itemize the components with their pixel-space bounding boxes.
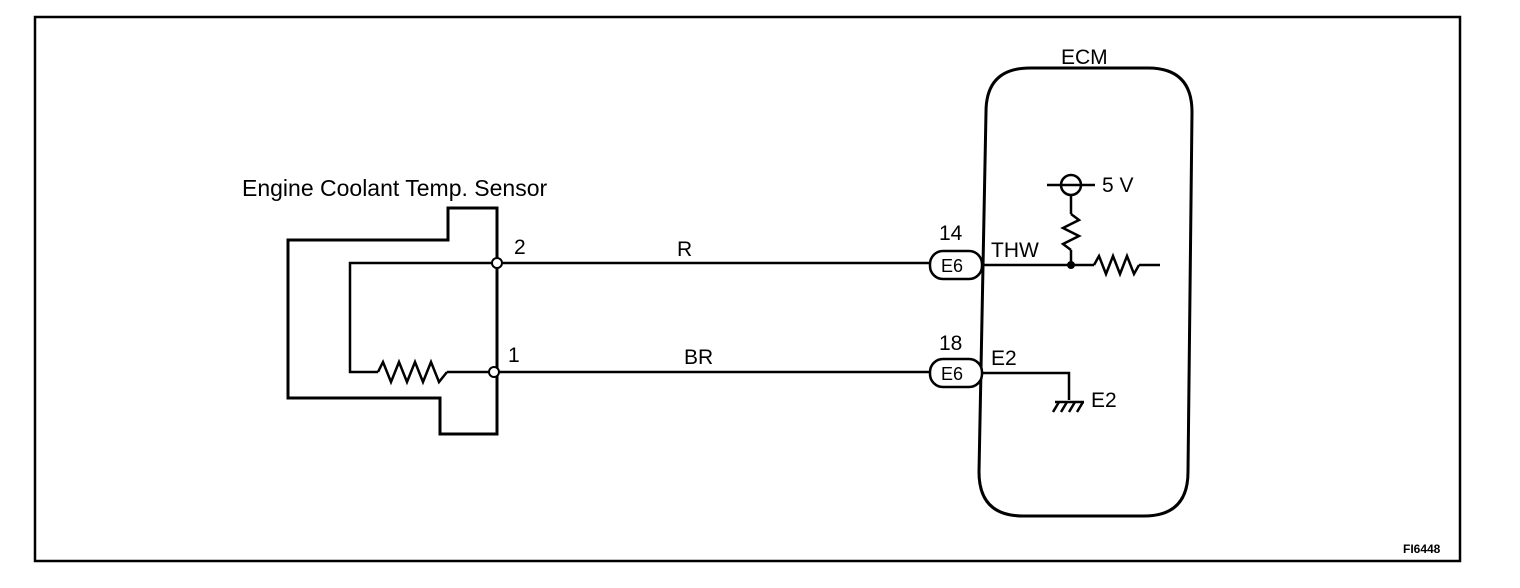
ground-label: E2 (1091, 389, 1117, 412)
connector-pin-14-label: 14 (939, 222, 963, 245)
ecm-thw-resistor-icon (1092, 252, 1141, 278)
supply-voltage-label: 5 V (1102, 174, 1134, 197)
figure-code: FI6448 (1403, 542, 1441, 556)
harness: R BR (499, 238, 930, 374)
ground-icon (1051, 400, 1085, 413)
sensor-pin-2-label: 2 (514, 236, 526, 259)
connector-e6-top-id: E6 (941, 256, 963, 276)
sensor-pin-1-label: 1 (508, 344, 520, 367)
sensor-thermistor-icon (376, 358, 448, 386)
ecm-terminal-thw-label: THW (991, 239, 1039, 262)
ecm-body-outline (977, 66, 1194, 518)
sensor-terminal-2 (491, 257, 503, 269)
ecm: ECM 14 E6 18 E6 THW 5 V (928, 46, 1194, 518)
ecm-e2-line (982, 371, 1071, 400)
ecm-title: ECM (1061, 46, 1108, 69)
sensor-internal-wire-top (348, 261, 493, 374)
diagram-frame (33, 15, 1462, 563)
connector-e6-bottom-id: E6 (941, 364, 963, 384)
sensor-title: Engine Coolant Temp. Sensor (242, 175, 547, 201)
connector-e6-pin-18: 18 E6 (928, 332, 984, 389)
connector-e6-pin-14: 14 E6 (928, 222, 984, 281)
connector-pin-18-label: 18 (939, 332, 962, 355)
coolant-temp-sensor: Engine Coolant Temp. Sensor 2 1 (242, 175, 547, 436)
ecm-terminal-e2-label: E2 (991, 347, 1017, 370)
sensor-body-outline (286, 206, 499, 436)
wire-red-color-label: R (677, 238, 692, 261)
voltage-source-icon (1047, 173, 1095, 197)
wire-brown-red-color-label: BR (684, 346, 713, 369)
ecm-pullup-resistor-icon (1060, 213, 1082, 251)
sensor-terminal-1 (488, 366, 500, 378)
